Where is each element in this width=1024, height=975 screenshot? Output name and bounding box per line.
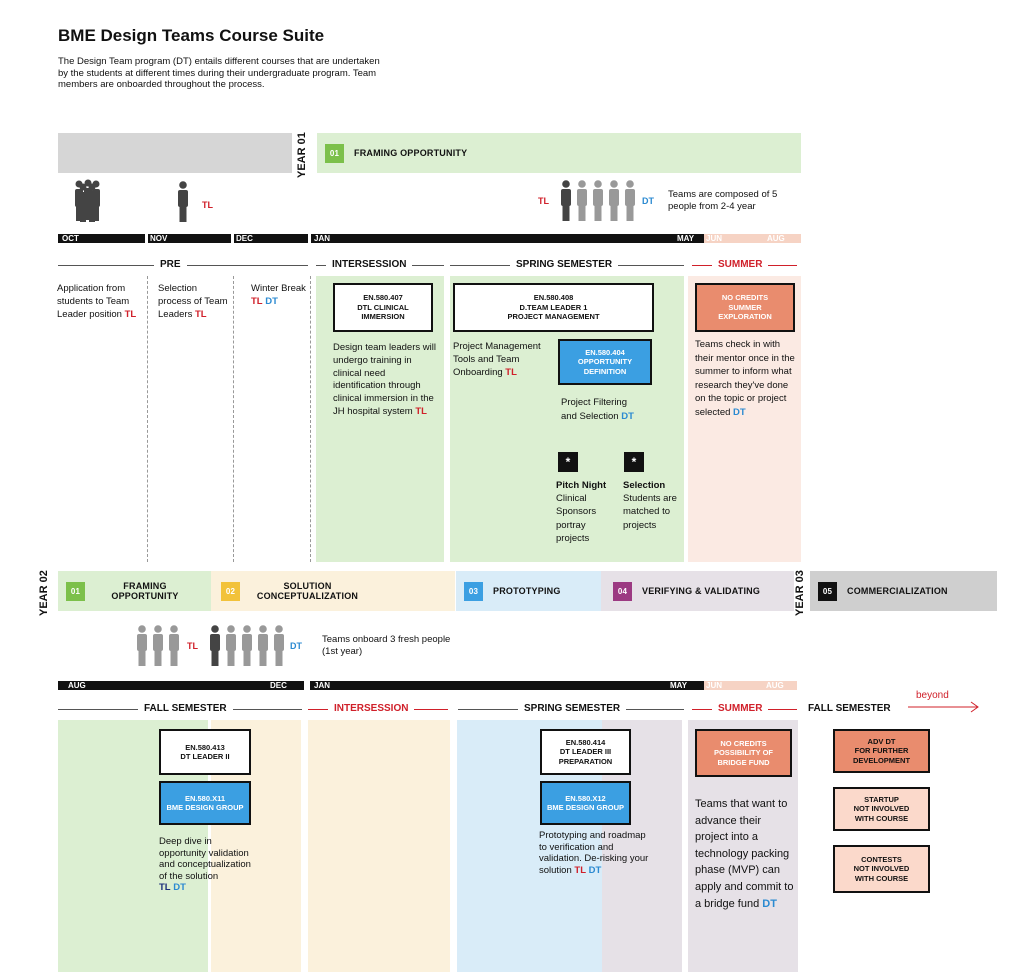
month-label: MAY [670,681,688,690]
project-management-text: Project Management Tools and Team Onboar… [453,341,541,378]
winter-break-text: Winter Break TL DT [251,283,306,307]
phase-number: 01 [325,143,344,163]
intersession-solution-area [308,720,450,972]
month-label: AUG [766,681,784,690]
bridge-fund-text: Teams that want to advance their project… [695,798,794,910]
month-label: AUG [767,234,785,243]
team-five-people-icon [210,625,284,666]
semester-summer: SUMMER [712,259,769,270]
year2-summer-timeline: JUN AUG [704,681,797,690]
intro-text: The Design Team program (DT) entails dif… [58,56,380,91]
beyond-label: beyond [916,690,949,701]
year1-label: YEAR 01 [296,132,308,178]
prototyping-text: Prototyping and roadmap to verification … [539,830,649,876]
group-people-icon [75,179,100,222]
year1-empty-band [58,133,292,173]
year1-phase-framing: 01 FRAMING OPPORTUNITY [317,133,801,173]
month-label: MAY [677,234,695,243]
semester-spring: SPRING SEMESTER [518,703,627,714]
beyond-arrow-icon [908,701,979,713]
month-label: NOV [150,234,168,243]
selection-process-text: Selection process of Team Leaders TL [158,283,228,320]
year2-phase-framing: 01 FRAMING OPPORTUNITY [58,571,211,611]
month-label: JAN [314,681,331,690]
summer-exploration-text: Teams check in with their mentor once in… [695,339,795,418]
dt-tag: DT [290,641,302,651]
year2-phase-prototyping: 03 PROTOTYPING [456,571,601,611]
year2-phase-verifying: 04 VERIFYING & VALIDATING [601,571,794,611]
semester-fall-next: FALL SEMESTER [802,703,897,714]
month-label: JAN [314,234,331,243]
year3-phase-commercialization: 05 COMMERCIALIZATION [810,571,997,611]
month-label: OCT [62,234,79,243]
team-five-people-icon [561,180,635,221]
semester-spring: SPRING SEMESTER [510,259,619,270]
year3-label: YEAR 03 [794,570,806,616]
dt-tag: DT [642,196,654,206]
semester-pre: PRE [154,259,187,270]
year2-fall-timeline: AUG DEC [58,681,304,690]
tl-tag: TL [202,200,213,210]
page-title: BME Design Teams Course Suite [58,26,325,45]
deep-dive-text: Deep dive in opportunity validation and … [159,836,251,894]
year1-summer-timeline: JUN AUG [704,234,801,243]
month-label: JUN [706,681,723,690]
semester-summer: SUMMER [712,703,769,714]
project-filtering-text: Project Filtering and Selection DT [561,397,634,422]
year2-spring-timeline: JAN MAY [310,681,704,690]
phase-label: FRAMING OPPORTUNITY [354,148,468,158]
team-leader-icon [178,181,188,222]
onboard-note: Teams onboard 3 fresh people (1st year) [322,634,451,657]
clinical-immersion-text: Design team leaders will undergo trainin… [333,342,436,417]
tl-tag: TL [187,641,198,651]
semester-fall: FALL SEMESTER [138,703,233,714]
month-label: DEC [270,681,287,690]
teams-composition-note: Teams are composed of 5 people from 2-4 … [668,189,778,212]
year2-label: YEAR 02 [38,570,50,616]
month-label: AUG [68,681,86,690]
month-label: JUN [706,234,723,243]
year2-phase-solution: 02 SOLUTION CONCEPTUALIZATION [211,571,455,611]
selection-star-icon: * [624,452,644,472]
month-label: DEC [236,234,253,243]
year1-timeline: OCT NOV DEC JAN MAY [58,234,704,243]
semester-intersession: INTERSESSION [326,259,413,270]
application-text: Application from students to Team Leader… [57,283,137,320]
pitch-night-star-icon: * [558,452,578,472]
semester-intersession: INTERSESSION [328,703,415,714]
tl-tag: TL [538,196,549,206]
new-members-icon [137,625,179,666]
